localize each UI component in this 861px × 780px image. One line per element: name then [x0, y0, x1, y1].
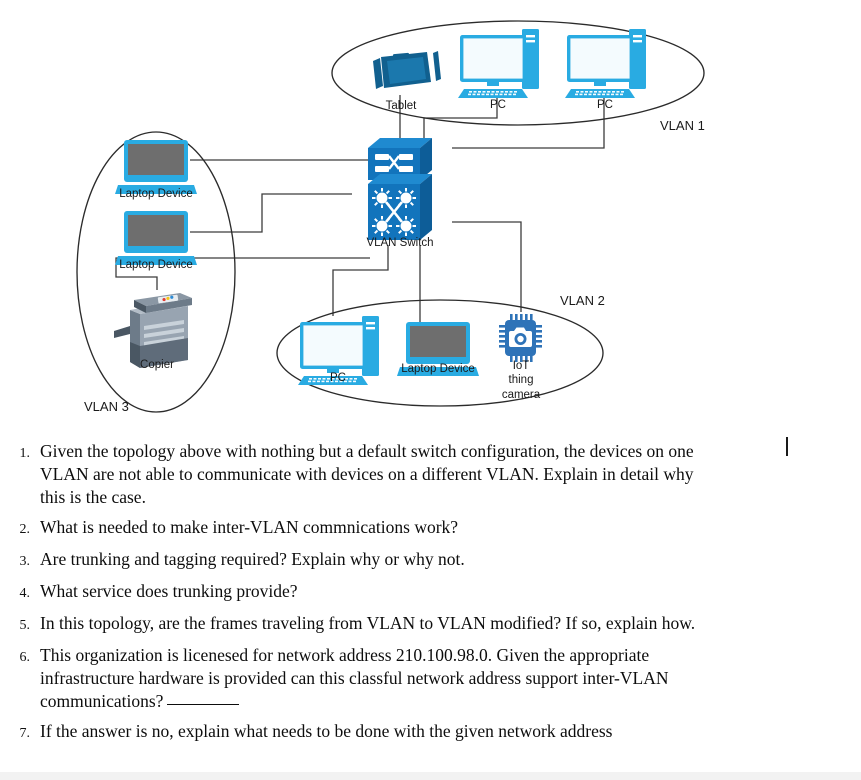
question-number-1: 1. — [19, 446, 31, 461]
question-text-1: Given the topology above with nothing bu… — [40, 441, 694, 507]
question-number-5: 5. — [19, 618, 31, 633]
question-item-1: 1. Given the topology above with nothing… — [0, 440, 861, 509]
vlan-3-device-laptop-1[interactable]: Laptop Device — [115, 140, 197, 200]
question-number-3: 3. — [19, 554, 31, 569]
device-label-copier: Copier — [140, 359, 174, 371]
device-label-tablet: Tablet — [386, 100, 417, 112]
question-number-7: 7. — [19, 726, 31, 741]
laptop-icon — [115, 211, 197, 265]
question-text-3: Are trunking and tagging required? Expla… — [40, 549, 465, 569]
device-label-iot-line2: thing — [509, 374, 534, 386]
device-label-pc-1: PC — [490, 99, 506, 111]
vlan-2-boundary — [276, 299, 604, 407]
question-text-4: What service does trunking provide? — [40, 581, 298, 601]
vlan-3-boundary — [76, 131, 236, 413]
tablet-icon — [373, 51, 441, 89]
network-switch-icon — [366, 136, 434, 242]
laptop-icon — [115, 140, 197, 194]
iot-camera-chip-icon — [499, 314, 542, 362]
answer-blank-6[interactable] — [167, 704, 240, 705]
question-number-6: 6. — [19, 650, 31, 665]
text-cursor-caret — [786, 437, 788, 456]
desktop-pc-icon — [458, 29, 539, 98]
vlan-topology-diagram: VLAN 1 VLAN 3 VLAN 2 Tablet — [76, 20, 705, 414]
device-label-laptop-1: Laptop Device — [119, 188, 193, 200]
question-text-2: What is needed to make inter-VLAN commni… — [40, 517, 459, 537]
vlan-2-device-laptop[interactable]: Laptop Device — [397, 322, 479, 376]
question-text-7: If the answer is no, explain what needs … — [40, 721, 613, 741]
vlan-2-device-pc[interactable]: PC — [298, 316, 379, 385]
vlan-1-device-pc-2[interactable]: PC — [565, 29, 646, 111]
switch-label: VLAN Switch — [366, 237, 433, 249]
device-label-iot-line1: IoT — [513, 360, 530, 372]
vlan-3-device-laptop-2[interactable]: Laptop Device — [115, 211, 197, 271]
question-list: 1. Given the topology above with nothing… — [0, 440, 861, 745]
vlan-1-group: VLAN 1 — [331, 20, 705, 133]
question-text-6-body: This organization is licenesed for netwo… — [40, 645, 669, 711]
question-item-6: 6. This organization is licenesed for ne… — [0, 644, 861, 713]
page-bottom-edge — [0, 772, 861, 780]
question-text-5: In this topology, are the frames traveli… — [40, 613, 696, 633]
question-text-6: This organization is licenesed for netwo… — [40, 644, 700, 713]
question-item-2: 2. What is needed to make inter-VLAN com… — [0, 516, 861, 541]
question-number-4: 4. — [19, 586, 31, 601]
device-label-iot-line3: camera — [502, 389, 541, 401]
vlan-3-label: VLAN 3 — [84, 399, 129, 414]
device-label-vlan2-laptop: Laptop Device — [401, 363, 475, 375]
vlan-1-device-pc-1[interactable]: PC — [458, 29, 539, 111]
vlan-2-label: VLAN 2 — [560, 293, 605, 308]
device-label-pc-2: PC — [597, 99, 613, 111]
vlan-1-boundary — [331, 20, 705, 126]
vlan-switch-node[interactable]: VLAN Switch — [366, 136, 434, 249]
vlan-1-label: VLAN 1 — [660, 118, 705, 133]
copier-printer-icon — [114, 293, 192, 368]
connection-wires — [115, 95, 605, 322]
question-list-section: 1. Given the topology above with nothing… — [0, 440, 861, 780]
vlan-1-device-tablet[interactable]: Tablet — [373, 51, 441, 112]
vlan-2-device-iot-camera[interactable]: IoT thing camera — [499, 314, 542, 401]
vlan-2-group: VLAN 2 — [276, 293, 605, 407]
question-item-3: 3. Are trunking and tagging required? Ex… — [0, 548, 861, 573]
device-label-laptop-2: Laptop Device — [119, 259, 193, 271]
device-label-vlan2-pc: PC — [330, 372, 346, 384]
question-item-4: 4. What service does trunking provide? — [0, 580, 861, 605]
desktop-pc-icon — [565, 29, 646, 98]
question-number-2: 2. — [19, 522, 31, 537]
question-item-5: 5. In this topology, are the frames trav… — [0, 612, 861, 637]
vlan-3-device-copier[interactable]: Copier — [114, 293, 192, 371]
question-item-7: 7. If the answer is no, explain what nee… — [0, 720, 861, 745]
vlan-3-group: VLAN 3 — [76, 131, 236, 414]
